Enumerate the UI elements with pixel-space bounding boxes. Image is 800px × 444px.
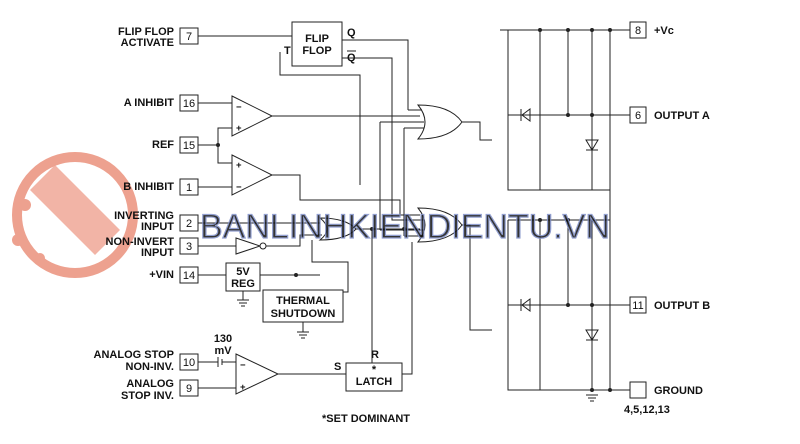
output-stage [462, 28, 630, 402]
pin-vc: 8 +Vc [629, 21, 674, 39]
footnote: *SET DOMINANT [322, 413, 410, 425]
pin-output-a: 6 OUTPUT A [629, 106, 710, 124]
svg-text:10: 10 [183, 357, 195, 369]
svg-text:8: 8 [635, 25, 641, 37]
svg-text:FLIP FLOP: FLIP FLOP [118, 26, 174, 38]
svg-text:B INHIBIT: B INHIBIT [123, 181, 174, 193]
svg-text:THERMAL: THERMAL [276, 295, 330, 307]
svg-text:LATCH: LATCH [356, 376, 393, 388]
svg-text:S: S [334, 361, 341, 373]
svg-text:*: * [372, 364, 377, 376]
pin-analog-stop-inv: ANALOG STOP INV. 9 [121, 378, 199, 402]
svg-text:R: R [371, 349, 379, 361]
pin-flipflop-activate: FLIP FLOP ACTIVATE 7 [118, 26, 199, 49]
svg-text:11: 11 [632, 300, 643, 312]
svg-text:STOP INV.: STOP INV. [121, 390, 174, 402]
svg-text:T: T [284, 45, 291, 57]
svg-text:−: − [240, 360, 246, 371]
svg-text:mV: mV [214, 345, 232, 357]
svg-text:NON-INV.: NON-INV. [126, 361, 175, 373]
svg-text:FLIP: FLIP [305, 33, 329, 45]
pin-ground: GROUND 4,5,12,13 [624, 381, 703, 416]
latch-block: * LATCH S R [334, 349, 403, 392]
svg-text:2: 2 [186, 218, 192, 230]
svg-text:+: + [240, 382, 246, 393]
or-gate-a [416, 104, 463, 140]
svg-text:SHUTDOWN: SHUTDOWN [271, 308, 336, 320]
pin-a-inhibit: A INHIBIT 16 [124, 94, 199, 112]
svg-text:+VIN: +VIN [149, 269, 174, 281]
svg-text:INVERTING: INVERTING [114, 210, 174, 222]
svg-text:−: − [236, 102, 242, 113]
pin-analog-stop-noninv: ANALOG STOP NON-INV. 10 [94, 349, 199, 373]
svg-text:FLOP: FLOP [302, 45, 331, 57]
comparator-a: − + [231, 95, 274, 137]
svg-text:ACTIVATE: ACTIVATE [121, 37, 174, 49]
pin-inverting-input: INVERTING INPUT 2 [114, 210, 199, 233]
offset-130mv: 130 mV [214, 333, 232, 367]
svg-text:−: − [236, 182, 242, 193]
or-gate-b [416, 207, 463, 243]
svg-text:5V: 5V [236, 266, 250, 278]
svg-text:6: 6 [635, 110, 641, 122]
svg-text:INPUT: INPUT [141, 247, 174, 259]
regulator-5v: 5V REG [225, 262, 261, 292]
svg-text:Q: Q [347, 27, 356, 39]
svg-text:+: + [236, 123, 242, 134]
svg-text:A INHIBIT: A INHIBIT [124, 97, 175, 109]
svg-text:REF: REF [152, 139, 174, 151]
comparator-b: + − [231, 154, 274, 196]
svg-text:REG: REG [231, 278, 255, 290]
svg-text:NON-INVERT: NON-INVERT [106, 236, 175, 248]
svg-text:3: 3 [186, 241, 192, 253]
svg-text:9: 9 [186, 383, 192, 395]
watermark-text: BANLINHKIENDIENTU.VN [200, 208, 610, 246]
svg-text:ANALOG: ANALOG [126, 378, 174, 390]
pin-vin: +VIN 14 [149, 266, 199, 284]
svg-text:INPUT: INPUT [141, 221, 174, 233]
svg-text:+Vc: +Vc [654, 25, 674, 37]
svg-text:14: 14 [183, 270, 195, 282]
error-amp [318, 217, 357, 241]
svg-text:4,5,12,13: 4,5,12,13 [624, 404, 670, 416]
watermark-logo [12, 152, 138, 278]
pin-noninvert-input: NON-INVERT INPUT 3 [106, 236, 199, 259]
svg-text:OUTPUT A: OUTPUT A [654, 110, 710, 122]
thermal-shutdown-block: THERMAL SHUTDOWN [262, 289, 344, 323]
flipflop-block: FLIP FLOP Q Q T [284, 21, 356, 67]
pin-ref: REF 15 [152, 136, 199, 154]
svg-text:15: 15 [183, 140, 195, 152]
pin-b-inhibit: B INHIBIT 1 [123, 178, 199, 196]
svg-text:16: 16 [183, 98, 195, 110]
pin-output-b: 11 OUTPUT B [629, 296, 710, 314]
analog-stop-amp: − + [235, 353, 280, 395]
svg-text:130: 130 [214, 333, 232, 345]
svg-text:GROUND: GROUND [654, 385, 703, 397]
svg-text:ANALOG STOP: ANALOG STOP [94, 349, 174, 361]
svg-text:7: 7 [186, 31, 192, 43]
svg-text:OUTPUT B: OUTPUT B [654, 300, 710, 312]
svg-text:+: + [236, 160, 242, 171]
svg-text:1: 1 [186, 182, 192, 194]
